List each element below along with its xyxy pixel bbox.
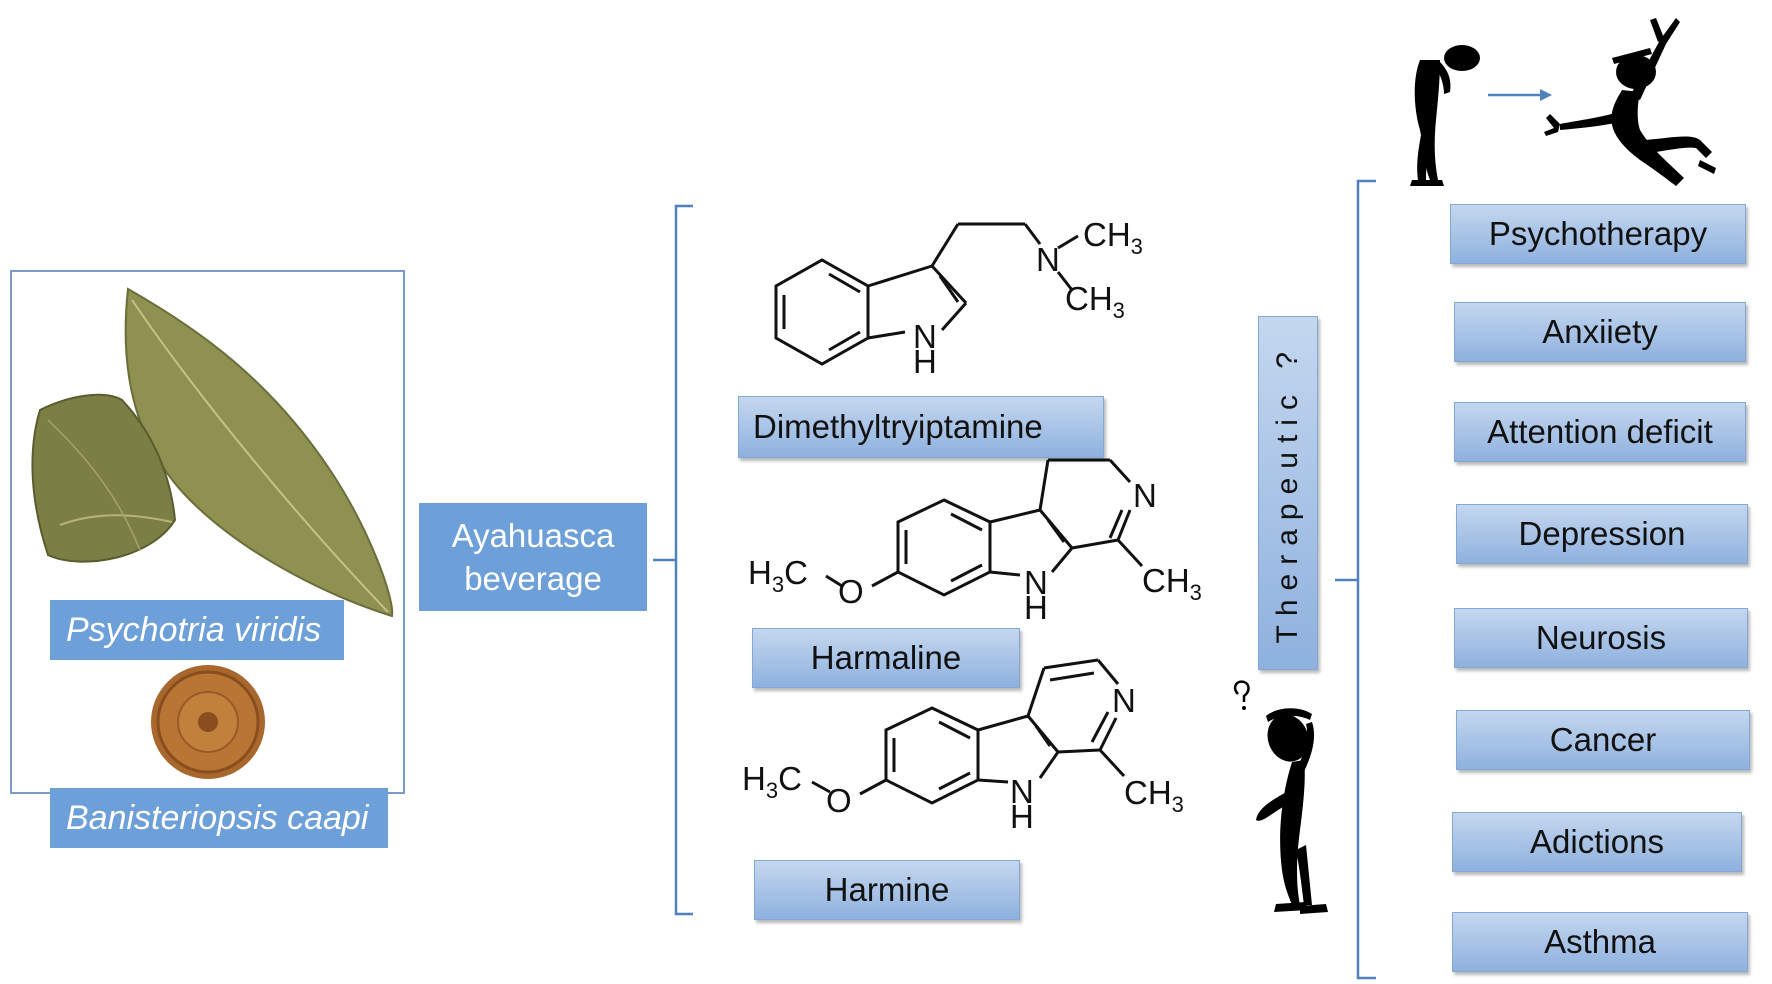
condition-asthma: Asthma xyxy=(1452,912,1748,972)
happy-person-icon xyxy=(1544,18,1716,186)
condition-cancer: Cancer xyxy=(1456,710,1750,770)
harmine-h3c: H3C xyxy=(742,760,802,803)
harmine-nh-n: N xyxy=(1010,773,1034,810)
compounds-bracket xyxy=(674,204,693,916)
condition-anxiety: Anxiiety xyxy=(1454,302,1746,362)
dmt-n-label: N xyxy=(1036,241,1060,278)
harmaline-methyl: CH3 xyxy=(1142,562,1202,605)
thinking-person-icon xyxy=(1233,680,1328,914)
dmt-methyl-1: CH3 xyxy=(1083,216,1143,259)
therapeutic-box: Therapeutic ? xyxy=(1258,316,1318,670)
harmaline-o: O xyxy=(838,573,864,610)
bark-disk-photo xyxy=(151,665,265,779)
condition-adictions: Adictions xyxy=(1452,812,1742,872)
arrow-right-icon xyxy=(1488,89,1552,101)
compound-dmt: Dimethyltryiptamine xyxy=(738,396,1104,458)
harmaline-nh-h: H xyxy=(1024,589,1048,626)
harmaline-nh-n: N xyxy=(1024,564,1048,601)
dmt-nh-h: H xyxy=(913,343,937,380)
therapeutic-label: Therapeutic ? xyxy=(1271,342,1304,644)
dmt-nh-n: N xyxy=(913,318,937,355)
sad-person-icon xyxy=(1410,45,1480,186)
harmine-nh-h: H xyxy=(1010,798,1034,835)
harmine-o: O xyxy=(826,782,852,819)
harmaline-ring-n: N xyxy=(1133,477,1157,514)
harmine-structure xyxy=(811,658,1126,805)
dry-leaves-photo xyxy=(31,287,394,618)
condition-attention-deficit: Attention deficit xyxy=(1454,402,1746,462)
condition-psychotherapy: Psychotherapy xyxy=(1450,204,1746,264)
dmt-methyl-2: CH3 xyxy=(1065,280,1125,323)
beverage-box: Ayahuasca beverage xyxy=(419,503,647,611)
condition-neurosis: Neurosis xyxy=(1454,608,1748,668)
compound-harmine: Harmine xyxy=(754,860,1020,920)
harmine-ring-n: N xyxy=(1112,682,1136,719)
species-label-banisteriopsis: Banisteriopsis caapi xyxy=(50,788,388,848)
condition-depression: Depression xyxy=(1456,504,1748,564)
beverage-line-1: Ayahuasca xyxy=(451,517,615,554)
harmaline-structure xyxy=(825,458,1144,597)
compound-harmaline: Harmaline xyxy=(752,628,1020,688)
dmt-structure xyxy=(774,222,1079,366)
beverage-line-2: beverage xyxy=(464,560,602,597)
harmaline-h3c: H3C xyxy=(748,554,808,597)
species-label-psychotria: Psychotria viridis xyxy=(50,600,344,660)
conditions-bracket xyxy=(1356,179,1376,980)
harmine-methyl: CH3 xyxy=(1124,774,1184,817)
